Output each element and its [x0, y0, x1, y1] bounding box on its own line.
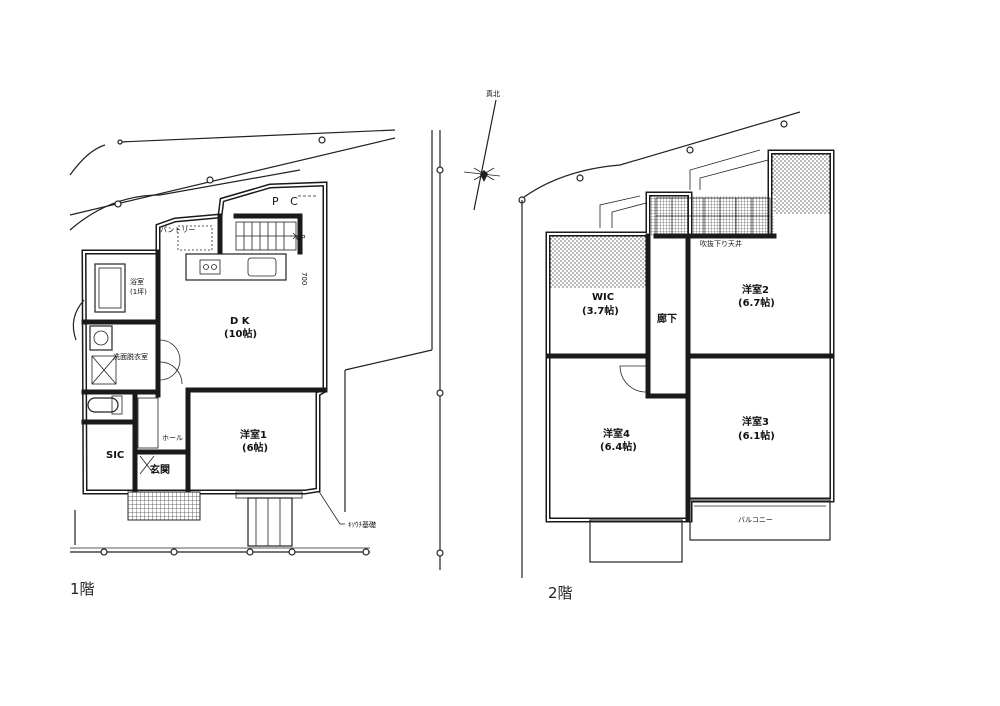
label-bath-size: (1坪)	[130, 288, 147, 296]
label-balcony: バルコニー	[738, 516, 773, 524]
label-washroom: 洗面脱衣室	[113, 352, 148, 361]
floor1-closet-marks	[137, 339, 183, 475]
label-western2-name: 洋室2	[742, 283, 769, 296]
label-western3-size: (6.1帖)	[738, 429, 775, 442]
floor1-caption: 1階	[70, 580, 95, 598]
floor1-toilet	[87, 395, 123, 415]
floor2-site-boundary	[518, 111, 801, 578]
floor2-lower-roof	[589, 519, 683, 563]
label-footing: ｷｿｳﾁ基礎	[348, 520, 376, 529]
label-dk-name: D K	[230, 316, 251, 327]
label-western4-size: (6.4帖)	[600, 440, 637, 453]
label-hall: ホール	[162, 434, 183, 442]
floor1-entrance-step	[127, 491, 201, 521]
floor2-caption: 2階	[548, 584, 573, 602]
north-compass: 真北	[463, 89, 501, 211]
label-bath-name: 浴室	[130, 277, 144, 286]
label-western4-name: 洋室4	[603, 427, 630, 440]
floor1-plan: P C D K (10帖) 浴室 (1坪) 洗面脱衣室 ホール 洋室1 (6帖)…	[69, 129, 444, 598]
label-western1-size: (6帖)	[242, 441, 268, 454]
floor1-site-arrow	[72, 299, 85, 341]
label-void-ceiling: 吹抜下り天井	[700, 239, 742, 248]
label-wic-size: (3.7帖)	[582, 304, 619, 317]
label-wic-name: WIC	[592, 292, 614, 303]
floor1-stairs	[235, 221, 297, 251]
floor1-outer-walls	[81, 181, 328, 495]
floor1-interior-walls	[81, 213, 328, 495]
label-entrance: 玄関	[150, 463, 170, 476]
floor1-porch-steps	[235, 491, 303, 547]
label-up: UP	[296, 234, 305, 242]
floor1-bathtub	[94, 263, 126, 313]
floor1-pantry-box	[177, 225, 213, 251]
label-pc: P C	[272, 195, 302, 208]
floor2-interior-walls	[545, 233, 835, 523]
floor2-balcony	[689, 499, 831, 541]
label-western2-size: (6.7帖)	[738, 296, 775, 309]
label-pantry: パントリー	[160, 226, 195, 234]
label-western3-name: 洋室3	[742, 415, 769, 428]
compass-label: 真北	[486, 89, 500, 98]
label-sic: SIC	[106, 450, 124, 461]
floor1-site-boundary	[69, 129, 444, 570]
floor2-wic-void	[550, 236, 646, 288]
floor2-door-swing	[619, 365, 647, 393]
label-dk-size: (10帖)	[224, 327, 257, 340]
label-corridor: 廊下	[657, 312, 677, 325]
floor2-plan: WIC (3.7帖) 廊下 洋室2 (6.7帖) 洋室3 (6.1帖) 洋室4 …	[518, 111, 835, 602]
floor2-stairs	[655, 197, 771, 235]
floor1-kitchen-counter	[185, 253, 287, 281]
label-dim-700: 700	[300, 272, 308, 285]
floor1-washbasin	[89, 325, 117, 385]
label-western1-name: 洋室1	[240, 428, 267, 441]
floor2-roof-void	[770, 152, 830, 214]
